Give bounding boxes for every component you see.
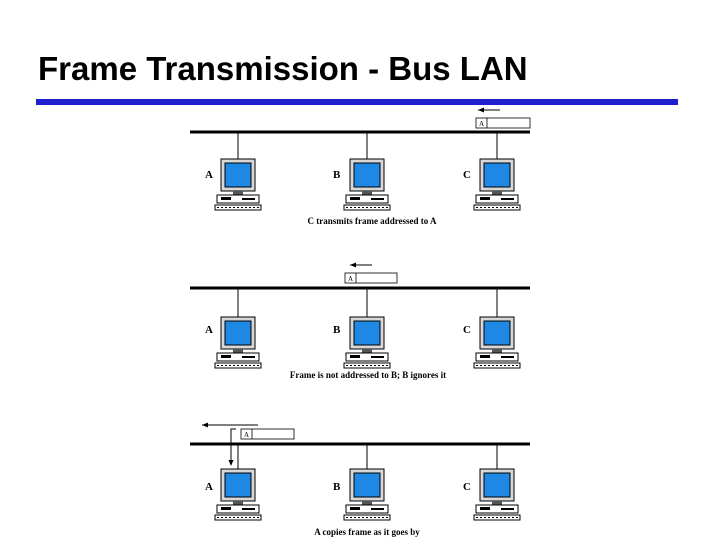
station-label-c: C: [463, 169, 471, 181]
computer-icon: [343, 468, 391, 521]
slide-title: Frame Transmission - Bus LAN: [38, 50, 528, 87]
computer-icon: [214, 468, 262, 521]
station-label-b: B: [333, 324, 341, 336]
frame-address: A: [348, 275, 353, 283]
station-label-a: A: [205, 481, 213, 493]
panel-caption: C transmits frame addressed to A: [307, 216, 437, 226]
panel-3: A B C A A copies frame as it goes by: [190, 422, 530, 537]
computer-icon: [214, 158, 262, 211]
frame-box: [475, 117, 531, 129]
computer-icon: [214, 316, 262, 369]
panel-2: A B C A Frame is not addressed to B; B i…: [190, 262, 530, 380]
title-underline: [36, 99, 678, 105]
computer-icon: [343, 316, 391, 369]
frame-box: [344, 272, 398, 284]
station-label-c: C: [463, 324, 471, 336]
computer-icon: [343, 158, 391, 211]
computer-icon: [473, 468, 521, 521]
station-label-a: A: [205, 169, 213, 181]
station-label-c: C: [463, 481, 471, 493]
frame-address: A: [244, 431, 249, 439]
computer-icon: [473, 316, 521, 369]
panel-caption: Frame is not addressed to B; B ignores i…: [290, 370, 446, 380]
panel-1: A B C A C transmits frame addressed to A: [190, 107, 531, 226]
station-label-a: A: [205, 324, 213, 336]
frame-address: A: [479, 120, 484, 128]
copy-arrow: [230, 428, 236, 462]
panel-caption: A copies frame as it goes by: [314, 527, 420, 537]
computer-icon: [473, 158, 521, 211]
station-label-b: B: [333, 481, 341, 493]
station-label-b: B: [333, 169, 341, 181]
frame-box: [240, 428, 295, 440]
